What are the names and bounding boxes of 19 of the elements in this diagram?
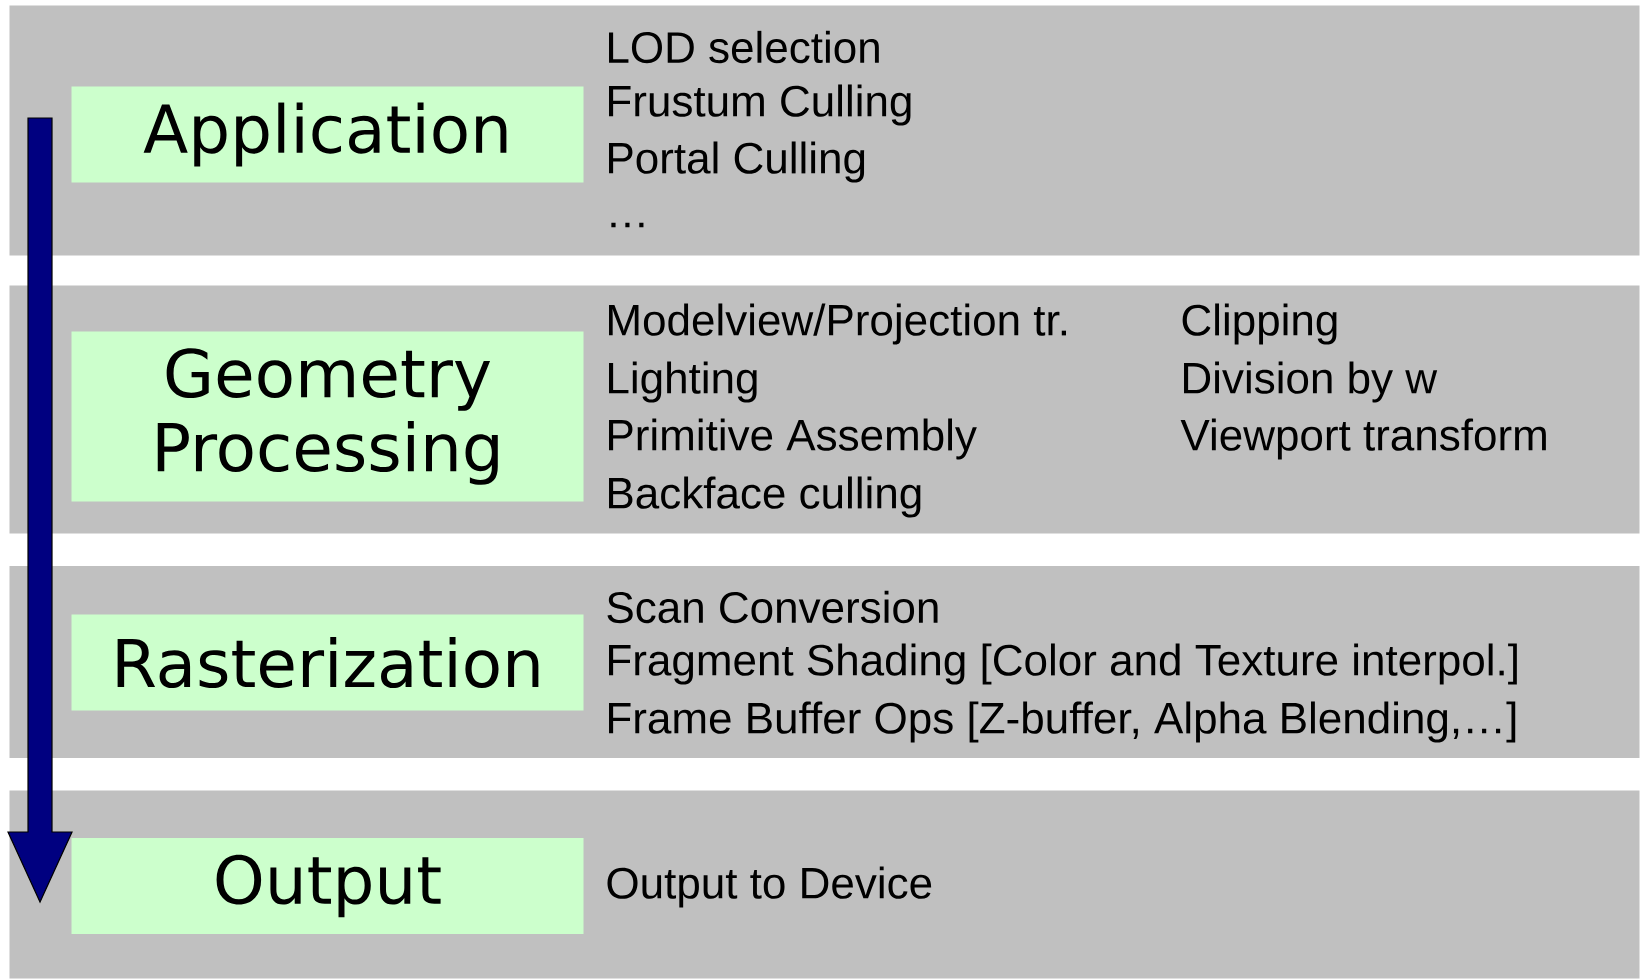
list-item: Division by w — [1184, 361, 1438, 403]
list-item: … — [611, 222, 644, 228]
list-item: Scan Conversion — [607, 590, 938, 624]
list-item: Primitive Assembly — [609, 418, 977, 460]
list-item: Frustum Culling — [609, 84, 911, 126]
list-item: Clipping — [1182, 303, 1337, 345]
stage-box: Output — [71, 838, 584, 934]
list-item: LOD selection — [609, 30, 879, 64]
stage-box: Rasterization — [71, 614, 584, 711]
list-item: Backface culling — [609, 476, 921, 518]
list-item: Lighting — [609, 361, 757, 403]
list-item: Frame Buffer Ops [Z-buffer, Alpha Blending,…] — [609, 701, 1516, 743]
list-item: Viewport transform — [1180, 418, 1546, 460]
stage-box: Application — [71, 86, 584, 183]
list-item: Portal Culling — [609, 141, 865, 183]
list-item: Output to Device — [607, 866, 932, 908]
list-item: Fragment Shading [Color and Texture interpol.] — [609, 643, 1517, 685]
stage-box: Geometry Processing — [71, 331, 584, 502]
list-item: Modelview/Projection tr. — [609, 303, 1066, 345]
